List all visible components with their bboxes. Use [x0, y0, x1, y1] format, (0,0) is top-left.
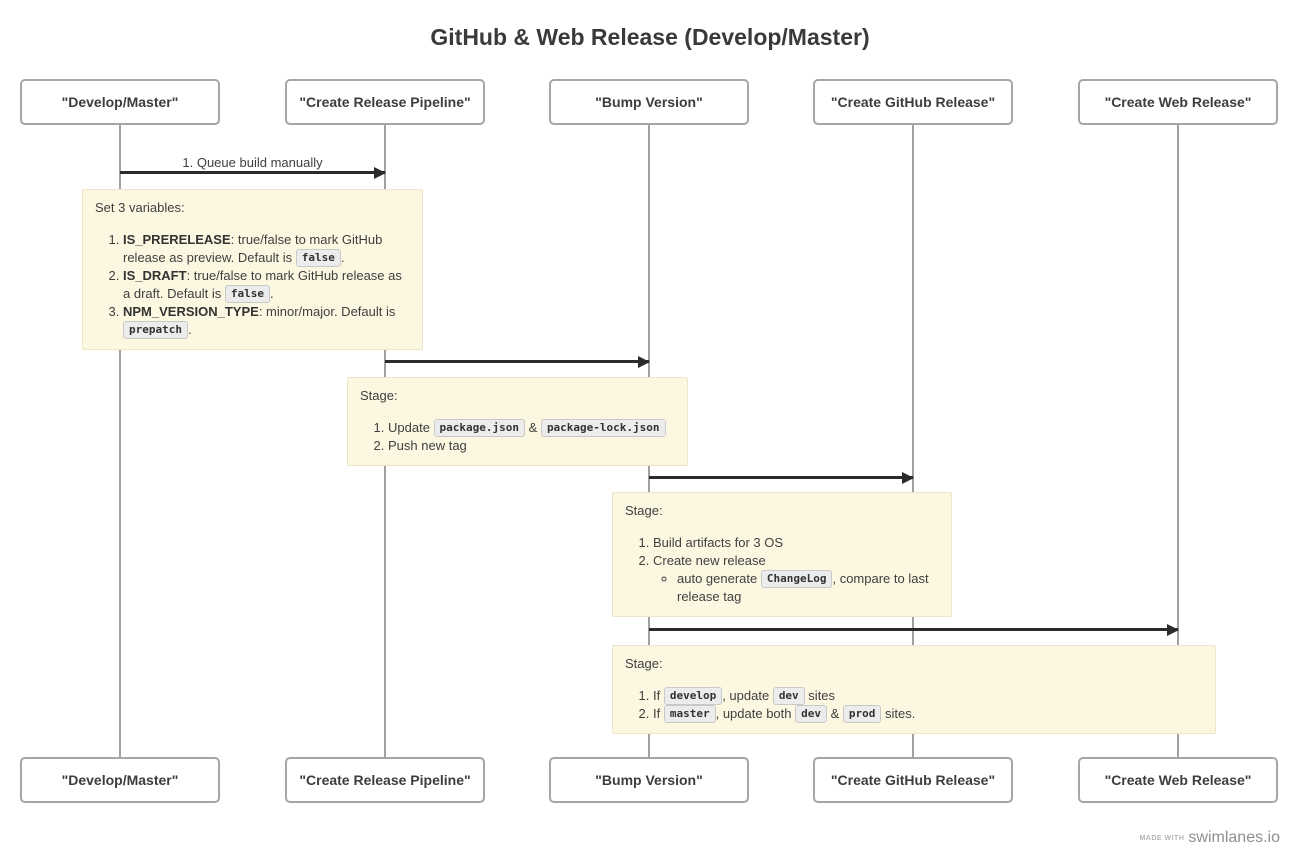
note-box-1: Set 3 variables: IS_PRERELEASE: true/fals…: [82, 189, 423, 350]
note-box-3: Stage: Build artifacts for 3 OSCreate new…: [612, 492, 952, 617]
watermark: made withswimlanes.io: [1139, 829, 1280, 847]
lane-label: "Develop/Master": [61, 94, 179, 110]
code-chip: master: [663, 705, 716, 723]
lane-label: "Create GitHub Release": [830, 94, 996, 110]
note-intro-text: Stage:: [625, 656, 663, 671]
code-chip: false: [295, 249, 341, 267]
bold-term: IS_PRERELEASE: [123, 232, 231, 247]
diagram-title: GitHub & Web Release (Develop/Master): [430, 24, 870, 50]
note-list: If develop, update dev sitesIf master, u…: [625, 687, 1203, 723]
lane-lifeline-create-github-release: [912, 125, 914, 757]
note-list-item: IS_PRERELEASE: true/false to mark GitHub…: [123, 231, 410, 267]
lane-footer-create-github-release: "Create GitHub Release": [813, 757, 1013, 803]
lane-footer-bump-version: "Bump Version": [549, 757, 749, 803]
note-list-item: If master, update both dev & prod sites.: [653, 705, 1203, 723]
code-chip: dev: [795, 705, 827, 723]
lane-header-create-github-release: "Create GitHub Release": [813, 79, 1013, 125]
lane-label: "Create GitHub Release": [830, 772, 996, 788]
lane-label: "Bump Version": [595, 94, 703, 110]
note-list: Update package.json & package-lock.jsonP…: [360, 419, 675, 455]
note-list-item: NPM_VERSION_TYPE: minor/major. Default i…: [123, 303, 410, 339]
code-chip: package-lock.json: [540, 419, 666, 437]
note-list: Build artifacts for 3 OSCreate new relea…: [625, 534, 939, 606]
message-label: 1. Queue build manually: [182, 155, 323, 170]
note-box-2: Stage: Update package.json & package-lock…: [347, 377, 688, 466]
lane-footer-develop-master: "Develop/Master": [20, 757, 220, 803]
message-arrow-2: [385, 356, 650, 368]
note-list-item: Update package.json & package-lock.json: [388, 419, 675, 437]
lane-header-bump-version: "Bump Version": [549, 79, 749, 125]
note-intro-text: Stage:: [625, 503, 663, 518]
code-chip: prepatch: [123, 321, 188, 339]
lane-header-create-release-pipeline: "Create Release Pipeline": [285, 79, 485, 125]
arrowhead-icon: [638, 356, 650, 368]
bold-term: IS_DRAFT: [123, 268, 187, 283]
lane-label: "Create Web Release": [1104, 94, 1252, 110]
note-list-item: Push new tag: [388, 437, 675, 455]
note-list-item: Build artifacts for 3 OS: [653, 534, 939, 552]
note-sublist-item: auto generate ChangeLog, compare to last…: [677, 570, 939, 606]
lane-label: "Create Release Pipeline": [299, 94, 471, 110]
watermark-brand-link[interactable]: swimlanes.io: [1188, 829, 1280, 846]
note-sublist: auto generate ChangeLog, compare to last…: [653, 570, 939, 606]
message-arrow-3: [649, 472, 914, 484]
lane-footer-create-release-pipeline: "Create Release Pipeline": [285, 757, 485, 803]
note-intro-text: Set 3 variables:: [95, 200, 185, 215]
note-list-item: Create new releaseauto generate ChangeLo…: [653, 552, 939, 606]
message-arrow-4: [649, 624, 1179, 636]
note-intro-text: Stage:: [360, 388, 398, 403]
arrowhead-icon: [374, 167, 386, 179]
bold-term: NPM_VERSION_TYPE: [123, 304, 259, 319]
watermark-made-with-label: made with: [1139, 835, 1185, 842]
lane-lifeline-develop-master: [119, 125, 121, 757]
note-list-item: If develop, update dev sites: [653, 687, 1203, 705]
lane-label: "Develop/Master": [61, 772, 179, 788]
lane-label: "Create Web Release": [1104, 772, 1252, 788]
code-chip: ChangeLog: [760, 570, 833, 588]
note-list-item: IS_DRAFT: true/false to mark GitHub rele…: [123, 267, 410, 303]
lane-label: "Create Release Pipeline": [299, 772, 471, 788]
lane-lifeline-create-web-release: [1177, 125, 1179, 757]
message-arrow-1: 1. Queue build manually: [120, 155, 386, 179]
code-chip: false: [224, 285, 271, 303]
lane-label: "Bump Version": [595, 772, 703, 788]
arrowhead-icon: [902, 472, 914, 484]
code-chip: package.json: [433, 419, 526, 437]
code-chip: dev: [772, 687, 805, 705]
lane-header-develop-master: "Develop/Master": [20, 79, 220, 125]
note-list: IS_PRERELEASE: true/false to mark GitHub…: [95, 231, 410, 339]
note-box-4: Stage: If develop, update dev sitesIf mas…: [612, 645, 1216, 734]
code-chip: prod: [842, 705, 882, 723]
arrowhead-icon: [1167, 624, 1179, 636]
lane-footer-create-web-release: "Create Web Release": [1078, 757, 1278, 803]
lane-header-create-web-release: "Create Web Release": [1078, 79, 1278, 125]
code-chip: develop: [663, 687, 723, 705]
